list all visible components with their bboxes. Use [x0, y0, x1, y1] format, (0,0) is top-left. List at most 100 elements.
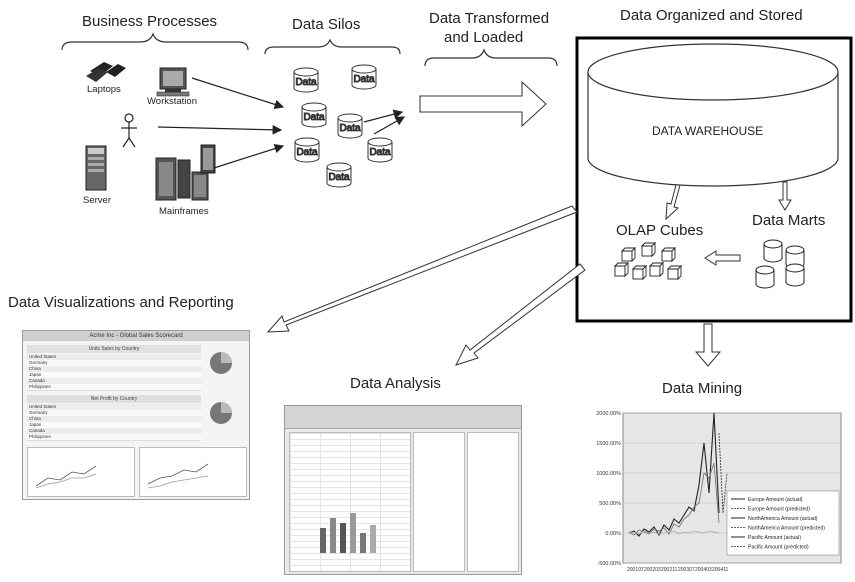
mining-series-line [628, 462, 720, 536]
dashboard-pies [210, 352, 232, 424]
big-arrow-load [419, 80, 547, 128]
brace-business [61, 32, 249, 51]
data-marts-label: Data Marts [752, 212, 826, 229]
dashboard-row-label: Philippines [29, 434, 51, 439]
brace-silos [264, 38, 401, 55]
arrow-person [157, 124, 283, 135]
data-silo-label: Data [296, 147, 318, 158]
mining-series-line [628, 530, 720, 535]
laptops-icon [86, 62, 126, 82]
mining-x-tick: 200403 [695, 567, 712, 573]
data-silo-cylinder: Data [326, 162, 352, 188]
person-icon [121, 113, 137, 148]
data-silo-cylinder: Data [367, 137, 393, 163]
mining-y-tick: 1500.00% [596, 441, 621, 447]
business-processes-title: Business Processes [82, 13, 218, 30]
dashboard-row-label: Canada [29, 378, 45, 383]
brace-transformed [424, 48, 558, 67]
legend-entry: Pacific Amount (actual) [748, 535, 801, 541]
legend-entry: Pacific Amount (predicted) [748, 545, 809, 551]
table2-title: Net Profit by Country [27, 395, 201, 403]
arrow-marts-to-olap [704, 250, 741, 266]
arrow-to-visualization [266, 205, 578, 333]
data-silo-cylinder: Data [301, 102, 327, 128]
workstation-icon [156, 67, 190, 97]
warehouse-label: DATA WAREHOUSE [652, 124, 764, 138]
spreadsheet-3d-bars [320, 513, 376, 553]
pivot-field-list [413, 432, 465, 572]
mining-x-tick: 200211 [661, 567, 678, 573]
spreadsheet-grid [289, 432, 411, 572]
workstation-label: Workstation [147, 96, 197, 107]
dashboard-table-row: Philippines [27, 434, 201, 441]
dashboard-row-label: Germany [29, 360, 48, 365]
dashboard-row-label: China [29, 366, 41, 371]
dashboard-row-label: China [29, 416, 41, 421]
mining-x-tick: 200203 [644, 567, 661, 573]
reporting-dashboard-thumbnail: Acme Inc - Global Sales Scorecard Units … [22, 330, 250, 500]
mining-x-tick: 200307 [678, 567, 695, 573]
dashboard-row-label: Japan [29, 422, 42, 427]
dashboard-header: Acme Inc - Global Sales Scorecard [23, 331, 249, 341]
dashboard-row-label: Japan [29, 372, 42, 377]
data-marts-icon [755, 239, 805, 289]
arrow-mainframes [213, 143, 285, 169]
data-silo-label: Data [295, 77, 317, 88]
data-silos-title: Data Silos [292, 16, 361, 33]
arrow-to-mining [694, 323, 722, 367]
dashboard-row-label: Canada [29, 428, 45, 433]
server-label: Server [83, 195, 111, 206]
spreadsheet-ribbon [285, 406, 521, 429]
visualizations-title: Data Visualizations and Reporting [8, 294, 234, 311]
mining-x-tick: 200107 [627, 567, 644, 573]
mining-y-tick: 2000.00% [596, 411, 621, 417]
data-silo-label: Data [303, 112, 325, 123]
legend-entry: NorthAmerica Amount (predicted) [748, 526, 825, 532]
mining-legend: Europe Amount (actual) Europe Amount (pre… [726, 490, 840, 556]
data-silo-label: Data [353, 74, 375, 85]
mining-y-tick: 1000.00% [596, 471, 621, 477]
olap-cubes-label: OLAP Cubes [616, 222, 704, 239]
arrow-silo-1 [363, 109, 404, 123]
data-silo-cylinder: Data [351, 64, 377, 90]
data-silo-label: Data [328, 172, 350, 183]
mining-title: Data Mining [662, 380, 743, 397]
arrow-workstation [191, 77, 285, 110]
dashboard-line-chart-1 [27, 447, 135, 497]
arrow-to-marts [778, 181, 792, 211]
table1-title: Units Sales by Country [27, 345, 201, 353]
dashboard-line-chart-2 [139, 447, 247, 497]
mining-line-chart: 2000.00% 1500.00% 1000.00% 500.00% 0.00% -500… [595, 405, 847, 577]
dashboard-row-label: Philippines [29, 384, 51, 389]
laptops-label: Laptops [87, 84, 121, 95]
arrow-silo-2 [373, 116, 406, 135]
organized-stored-title: Data Organized and Stored [620, 7, 803, 24]
analysis-title: Data Analysis [350, 375, 441, 392]
mining-chart-panel: 2000.00% 1500.00% 1000.00% 500.00% 0.00% -500… [595, 405, 847, 577]
arrow-to-olap [665, 184, 681, 221]
mining-series-line [628, 412, 720, 537]
legend-entry: Europe Amount (actual) [748, 497, 803, 503]
dashboard-row-label: United States [29, 404, 57, 409]
transformed-title-line1: Data Transformed [429, 10, 550, 27]
mainframes-icon [155, 144, 216, 201]
pivot-areas [467, 432, 519, 572]
warehouse-cylinder [587, 43, 839, 187]
mining-y-tick: 0.00% [605, 531, 621, 537]
mining-predicted-line [718, 432, 728, 514]
mining-x-tick: 200411 [712, 567, 729, 573]
mining-y-tick: 500.00% [599, 501, 621, 507]
mainframes-label: Mainframes [159, 206, 209, 217]
data-silo-cylinder: Data [293, 67, 319, 93]
dashboard-row-label: Germany [29, 410, 48, 415]
arrow-to-analysis [455, 263, 586, 366]
data-silo-label: Data [369, 147, 391, 158]
dashboard-row-label: United States [29, 354, 57, 359]
server-icon [85, 145, 107, 191]
legend-entry: Europe Amount (predicted) [748, 507, 810, 513]
mining-y-tick: -500.00% [597, 561, 621, 567]
dashboard-table-row: Philippines [27, 384, 201, 391]
